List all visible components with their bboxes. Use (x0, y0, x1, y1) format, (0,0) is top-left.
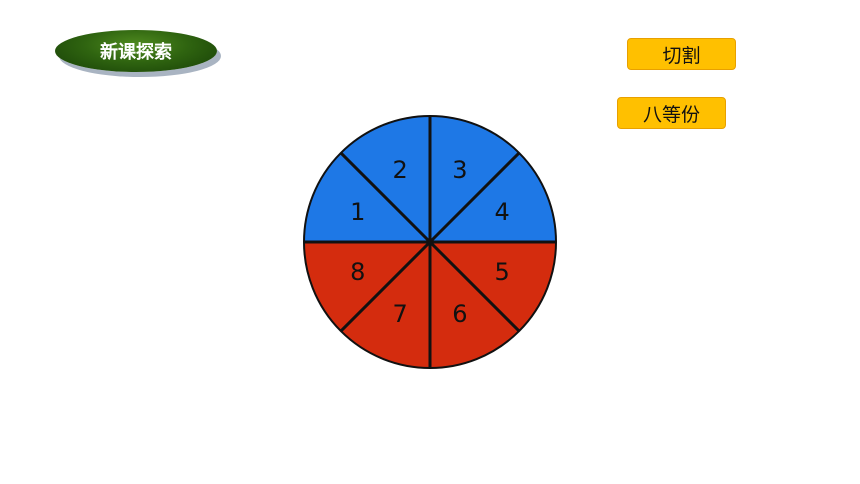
sector-label-8: 8 (350, 258, 365, 286)
circle-diagram: 12 34 56 78 (303, 115, 557, 369)
sector-label-2: 2 (392, 156, 407, 184)
cut-button[interactable]: 切割 (627, 38, 736, 70)
division-line (339, 240, 432, 333)
division-line (339, 151, 432, 244)
eight-parts-button[interactable]: 八等份 (617, 97, 726, 129)
circle-sector-8 (304, 242, 430, 332)
circle-sector-1 (304, 152, 430, 242)
division-line (428, 240, 521, 333)
circle-sector-7 (340, 242, 430, 368)
circle-sector-3 (430, 116, 520, 242)
circle-sector-4 (430, 152, 556, 242)
sector-label-5: 5 (495, 258, 510, 286)
sector-label-7: 7 (392, 300, 407, 328)
division-line (428, 151, 521, 244)
section-title: 新课探索 (100, 42, 172, 63)
section-title-badge: 新课探索 (55, 30, 217, 72)
circle-sector-2 (340, 116, 430, 242)
sector-label-1: 1 (350, 198, 365, 226)
sector-label-6: 6 (452, 300, 467, 328)
circle-sector-6 (430, 242, 520, 368)
sector-label-3: 3 (452, 156, 467, 184)
sector-label-4: 4 (495, 198, 510, 226)
circle-sector-5 (430, 242, 556, 332)
